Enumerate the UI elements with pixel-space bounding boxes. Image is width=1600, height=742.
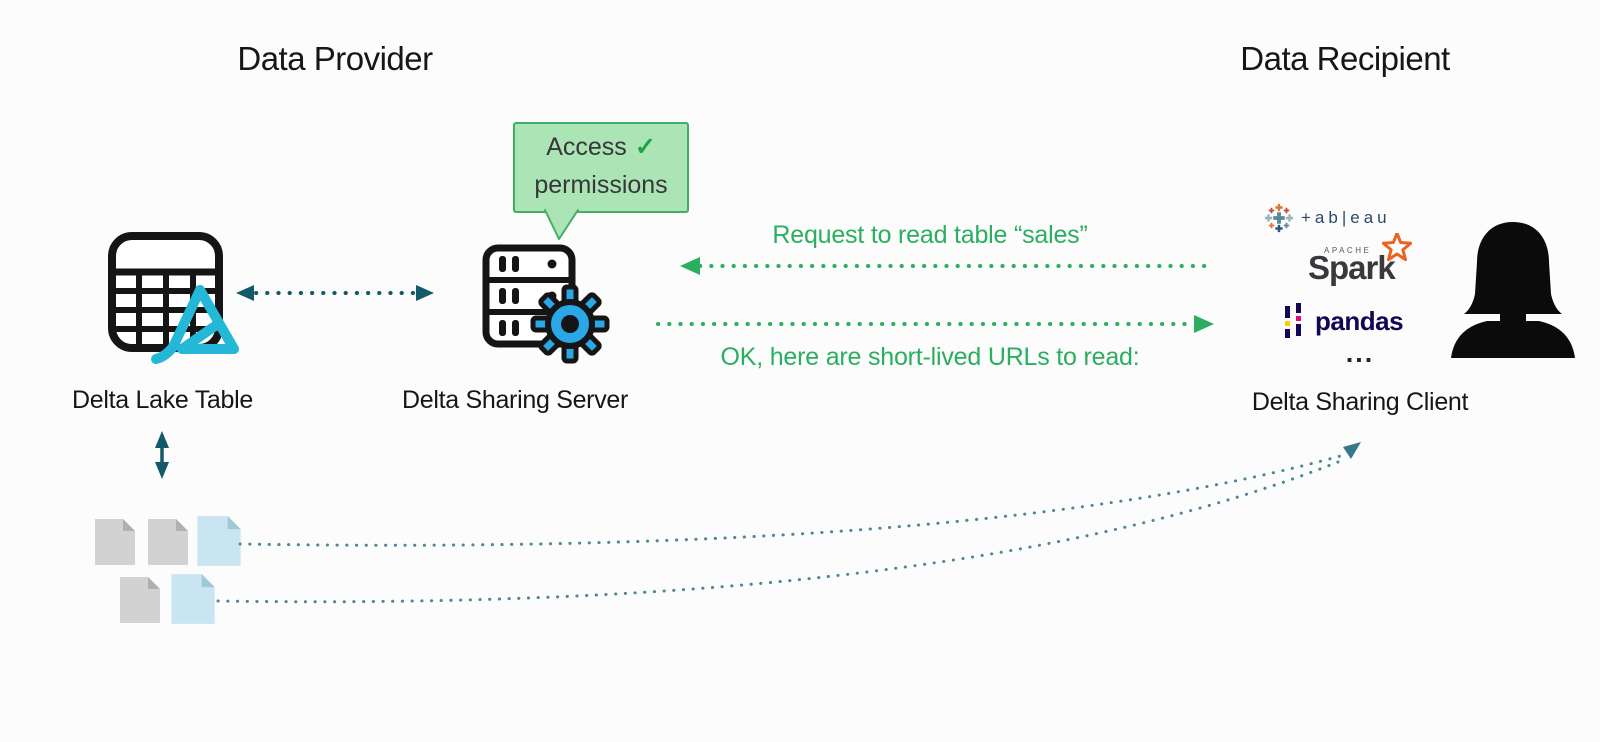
bubble-line2: permissions — [534, 171, 668, 199]
pandas-wordmark: pandas — [1315, 305, 1404, 336]
pandas-logo: pandas — [1283, 302, 1433, 340]
bubble-tail — [544, 209, 579, 240]
response-message: OK, here are short-lived URLs to read: — [720, 343, 1140, 371]
spark-apache-wordmark: APACHE — [1324, 246, 1372, 255]
checkmark-icon: ✓ — [634, 133, 656, 161]
delta-lake-logo — [151, 285, 239, 364]
table-label: Delta Lake Table — [72, 386, 253, 414]
spark-logo: APACHE Spark — [1308, 233, 1428, 295]
request-message: Request to read table “sales” — [772, 221, 1088, 249]
delta-sharing-server-icon — [482, 244, 610, 364]
gear-icon — [530, 284, 610, 364]
file-icon — [148, 519, 188, 565]
bubble-line1: Access✓ — [546, 133, 656, 161]
file-icon — [120, 577, 160, 623]
files-to-client-curve-1 — [238, 453, 1346, 547]
pandas-icon — [1285, 303, 1301, 338]
tableau-wordmark: +ab|eau — [1301, 208, 1391, 227]
recipient-title: Data Recipient — [1240, 40, 1450, 77]
provider-title: Data Provider — [237, 40, 433, 77]
request-arrow — [680, 257, 1210, 275]
table-files-arrow — [155, 431, 169, 479]
files-to-client-arrowhead — [1343, 442, 1361, 459]
files-to-client-curve-2 — [216, 460, 1340, 604]
server-label: Delta Sharing Server — [401, 386, 629, 414]
response-arrow — [656, 315, 1214, 333]
file-icon — [95, 519, 135, 565]
client-label: Delta Sharing Client — [1251, 388, 1469, 416]
spark-star-icon — [1382, 233, 1412, 262]
access-permissions-bubble: Access✓ permissions — [513, 122, 689, 213]
file-icon-shared — [171, 574, 215, 624]
delta-lake-table-icon — [108, 232, 239, 364]
spark-wordmark: Spark — [1308, 249, 1396, 286]
file-icon-shared — [197, 516, 241, 566]
more-tools-ellipsis: ... — [1345, 338, 1375, 368]
tableau-logo: +ab|eau — [1264, 202, 1444, 234]
table-server-arrow — [236, 285, 434, 301]
person-avatar — [1451, 222, 1575, 358]
